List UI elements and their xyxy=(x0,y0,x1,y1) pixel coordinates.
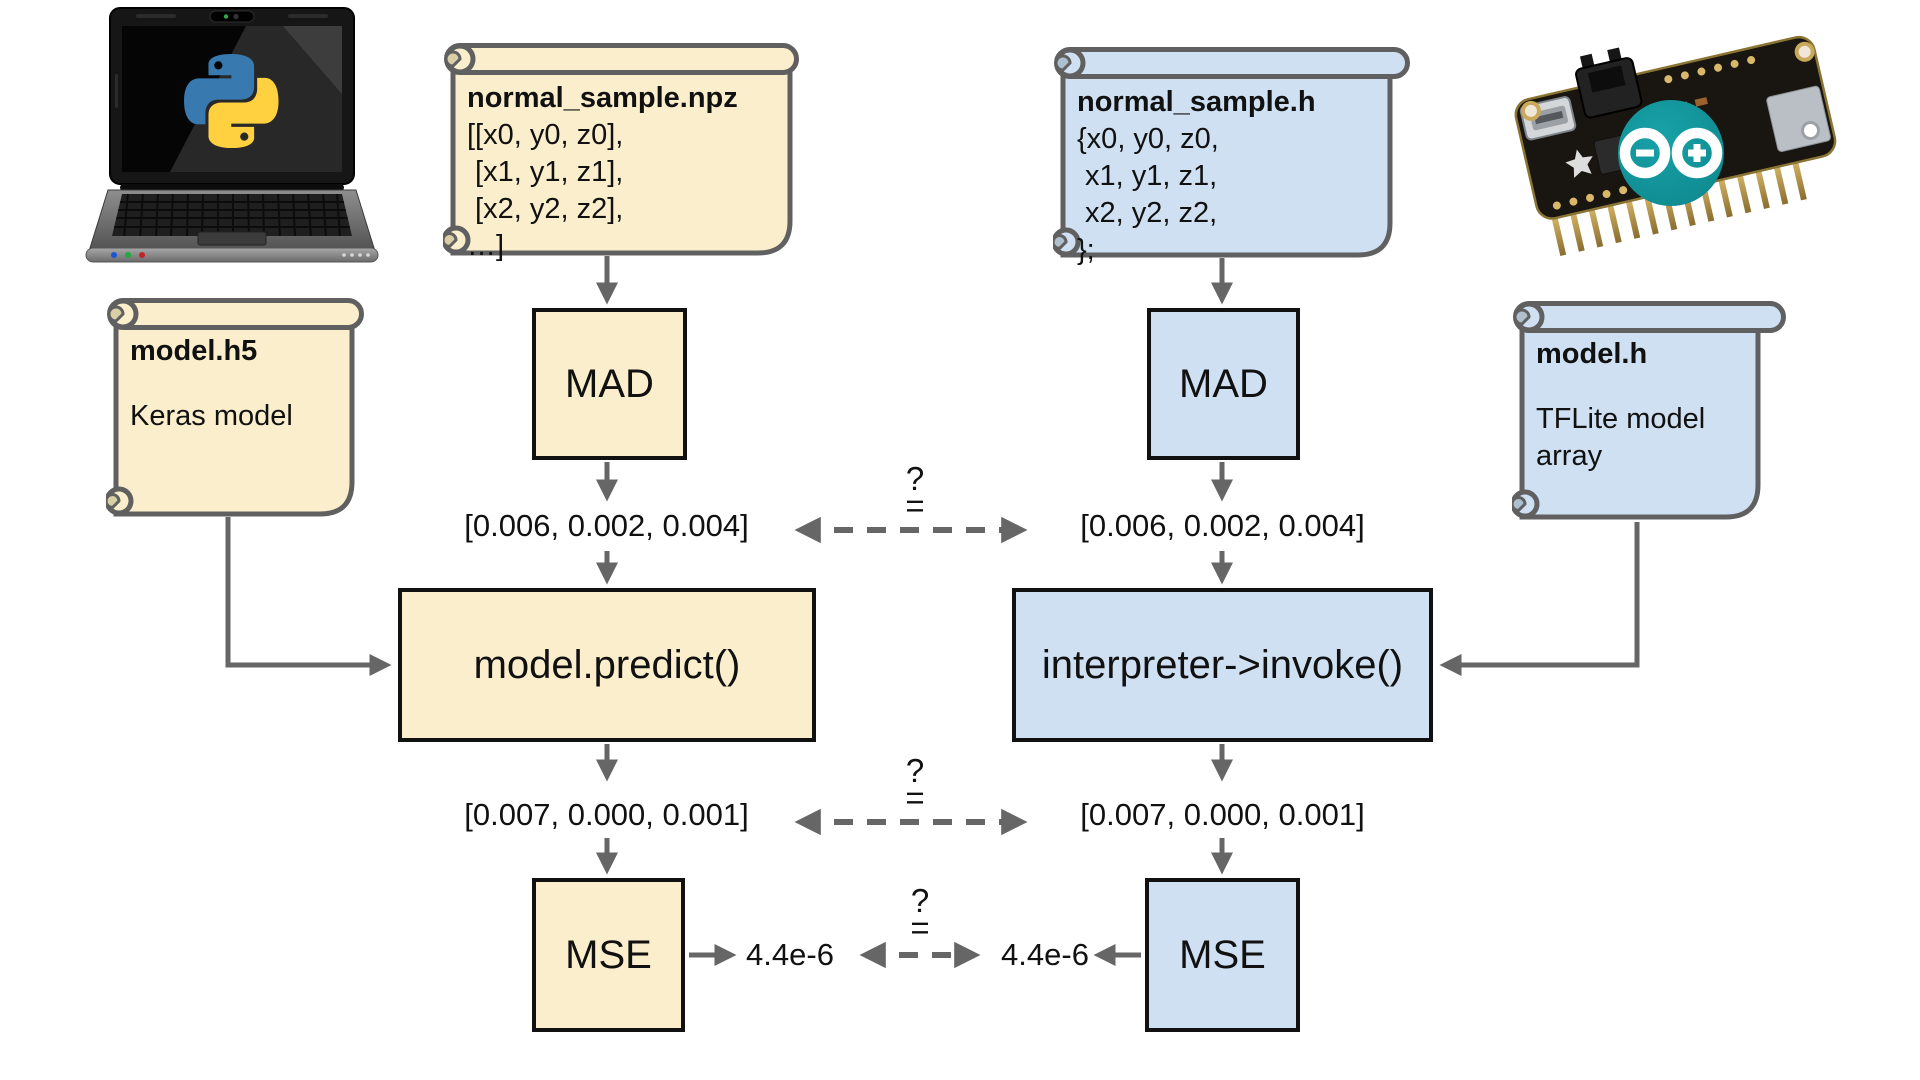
equality-check-inference: ? = xyxy=(875,752,955,816)
inference-box-label: interpreter->invoke() xyxy=(1041,642,1404,687)
model-predict-box: model.predict() xyxy=(398,588,816,742)
scroll-shape xyxy=(1512,301,1786,520)
scroll-shape xyxy=(443,43,799,256)
mse-output-left: 4.4e-6 xyxy=(746,937,834,972)
battery-connector xyxy=(1575,47,1643,119)
arrow-model-h5-to-predict xyxy=(225,517,392,677)
interpreter-invoke-box: interpreter->invoke() xyxy=(1012,588,1433,742)
file-line: TFLite model xyxy=(1536,403,1706,435)
mse-box-left: MSE xyxy=(532,878,685,1032)
mse-box-right: MSE xyxy=(1145,878,1300,1032)
power-led-red xyxy=(139,252,145,258)
file-title: normal_sample.h xyxy=(1077,86,1316,118)
file-line: …] xyxy=(467,230,505,262)
arrow-model-h-to-invoke xyxy=(1439,522,1640,677)
file-line: x1, y1, z1, xyxy=(1077,160,1218,192)
python-laptop-image xyxy=(85,7,379,263)
mounting-hole xyxy=(1801,120,1821,140)
file-line: [x1, y1, z1], xyxy=(467,156,624,188)
equality-check-mse: ? = xyxy=(880,882,960,946)
equals-sign: = xyxy=(905,779,925,816)
power-led-green xyxy=(125,252,131,258)
mad-box-label: MAD xyxy=(1179,361,1268,406)
mad-box-label: MAD xyxy=(565,361,654,406)
file-title: model.h xyxy=(1536,338,1648,370)
webcam-lens xyxy=(233,13,239,20)
mse-box-label: MSE xyxy=(565,932,652,977)
arduino-logo-icon xyxy=(1618,100,1724,206)
inference-output-left: [0.007, 0.000, 0.001] xyxy=(464,797,749,832)
mad-output-left: [0.006, 0.002, 0.004] xyxy=(464,508,749,543)
header-pins xyxy=(1550,158,1807,256)
mounting-hole xyxy=(1794,41,1815,62)
inference-output-right: [0.007, 0.000, 0.001] xyxy=(1080,797,1365,832)
webcam-led xyxy=(223,14,229,19)
inference-box-label: model.predict() xyxy=(473,642,741,687)
star-mark xyxy=(1565,149,1593,178)
scroll-shape xyxy=(106,298,364,517)
scroll-shape xyxy=(1053,47,1410,258)
question-mark: ? xyxy=(910,882,930,919)
laptop-base xyxy=(85,184,379,263)
python-logo-icon xyxy=(184,54,279,149)
question-mark: ? xyxy=(905,460,925,497)
model-h5-scroll: model.h5 Keras model xyxy=(106,297,365,519)
mounting-hole xyxy=(1520,100,1541,121)
through-holes xyxy=(1552,56,1756,210)
file-line: Keras model xyxy=(130,400,293,432)
file-title: normal_sample.npz xyxy=(467,82,738,114)
file-line: {x0, y0, z0, xyxy=(1077,123,1219,155)
model-h-scroll: model.h TFLite model array xyxy=(1512,300,1787,522)
shield-can xyxy=(1766,85,1831,152)
mad-box-right: MAD xyxy=(1147,308,1300,460)
file-line: x2, y2, z2, xyxy=(1077,197,1218,229)
file-line: array xyxy=(1536,440,1603,472)
mad-output-right: [0.006, 0.002, 0.004] xyxy=(1080,508,1365,543)
arduino-feather-board-image xyxy=(1514,35,1837,256)
mse-box-label: MSE xyxy=(1179,932,1266,977)
power-led-blue xyxy=(111,252,117,258)
file-line: [x2, y2, z2], xyxy=(467,193,624,225)
mse-output-right: 4.4e-6 xyxy=(1001,937,1089,972)
mad-box-left: MAD xyxy=(532,308,687,460)
question-mark: ? xyxy=(905,752,925,789)
touchpad xyxy=(197,231,267,246)
file-title: model.h5 xyxy=(130,335,258,367)
normal-sample-npz-scroll: normal_sample.npz [[x0, y0, z0], [x1, y1… xyxy=(443,42,800,262)
file-line: }; xyxy=(1077,234,1095,266)
normal-sample-h-scroll: normal_sample.h {x0, y0, z0, x1, y1, z1,… xyxy=(1053,46,1411,266)
equals-sign: = xyxy=(910,909,930,946)
file-line: [[x0, y0, z0], xyxy=(467,119,624,151)
equals-sign: = xyxy=(905,487,925,524)
minus-glyph xyxy=(1636,149,1654,157)
equality-check-mad: ? = xyxy=(875,460,955,524)
